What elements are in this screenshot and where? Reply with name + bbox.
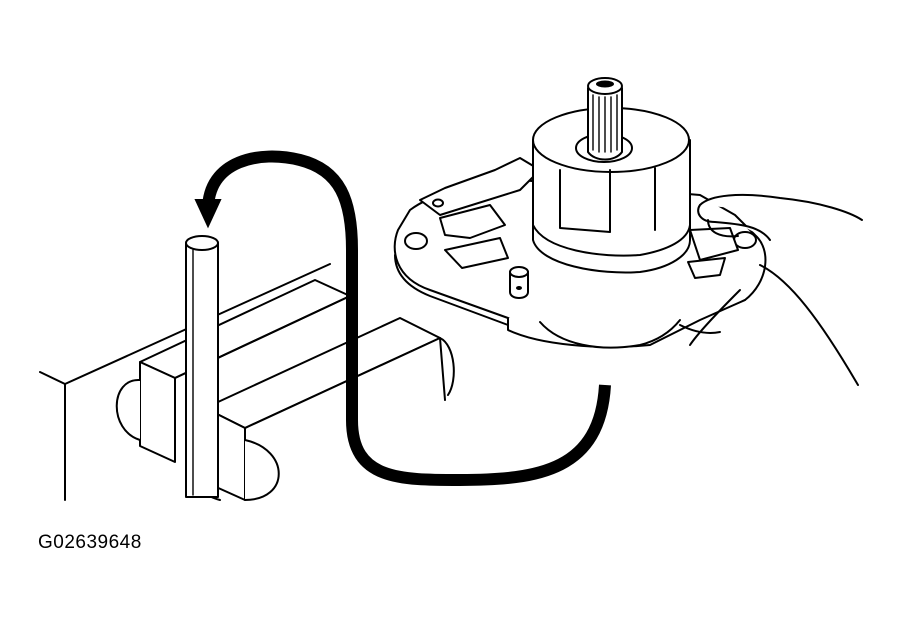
figure-code: G02639648 [38,532,142,553]
oil-pump [393,77,767,349]
bench-vise [39,263,455,501]
arrow-head-icon [194,199,222,229]
rod [185,235,219,498]
direction-arrow [194,150,611,487]
hand [679,193,863,386]
